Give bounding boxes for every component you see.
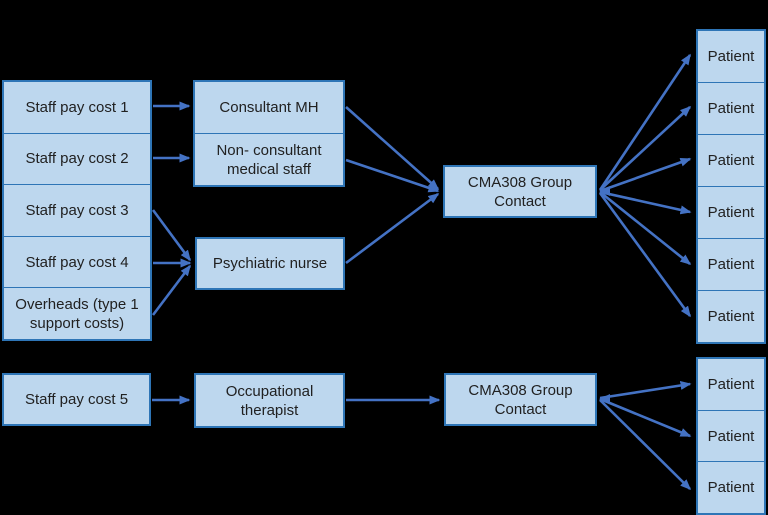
node-patient: Patient bbox=[698, 461, 764, 513]
node-overheads: Overheads (type 1 support costs) bbox=[4, 287, 150, 339]
node-cma308-contact-top: CMA308 Group Contact bbox=[443, 165, 597, 218]
node-patient: Patient bbox=[698, 134, 764, 186]
node-patient: Patient bbox=[698, 409, 764, 462]
node-patient-stack-bottom: Patient Patient Patient bbox=[696, 357, 766, 515]
node-staff-pay-cost-2: Staff pay cost 2 bbox=[4, 132, 150, 185]
node-patient: Patient bbox=[698, 290, 764, 342]
node-staff-pay-cost-5: Staff pay cost 5 bbox=[2, 373, 151, 426]
node-staff-pay-cost-4: Staff pay cost 4 bbox=[4, 235, 150, 288]
node-occupational-therapist: Occupational therapist bbox=[194, 373, 345, 428]
node-staff-pay-cost-1: Staff pay cost 1 bbox=[25, 98, 129, 116]
node-patient: Patient bbox=[707, 375, 755, 393]
node-staff-pay-costs-table: Staff pay cost 1 Staff pay cost 2 Staff … bbox=[2, 80, 152, 341]
node-patient: Patient bbox=[698, 238, 764, 290]
node-medical-staff-table: Consultant MH Non- consultant medical st… bbox=[193, 80, 345, 187]
node-patient: Patient bbox=[698, 82, 764, 134]
node-staff-pay-cost-3: Staff pay cost 3 bbox=[4, 184, 150, 236]
node-non-consultant: Non- consultant medical staff bbox=[195, 133, 343, 185]
node-patient-stack-top: Patient Patient Patient Patient Patient … bbox=[696, 29, 766, 344]
node-cma308-contact-bottom: CMA308 Group Contact bbox=[444, 373, 597, 426]
node-patient: Patient bbox=[707, 48, 755, 65]
node-psychiatric-nurse: Psychiatric nurse bbox=[195, 237, 345, 290]
node-consultant-mh: Consultant MH bbox=[219, 99, 319, 116]
node-patient: Patient bbox=[698, 186, 764, 238]
